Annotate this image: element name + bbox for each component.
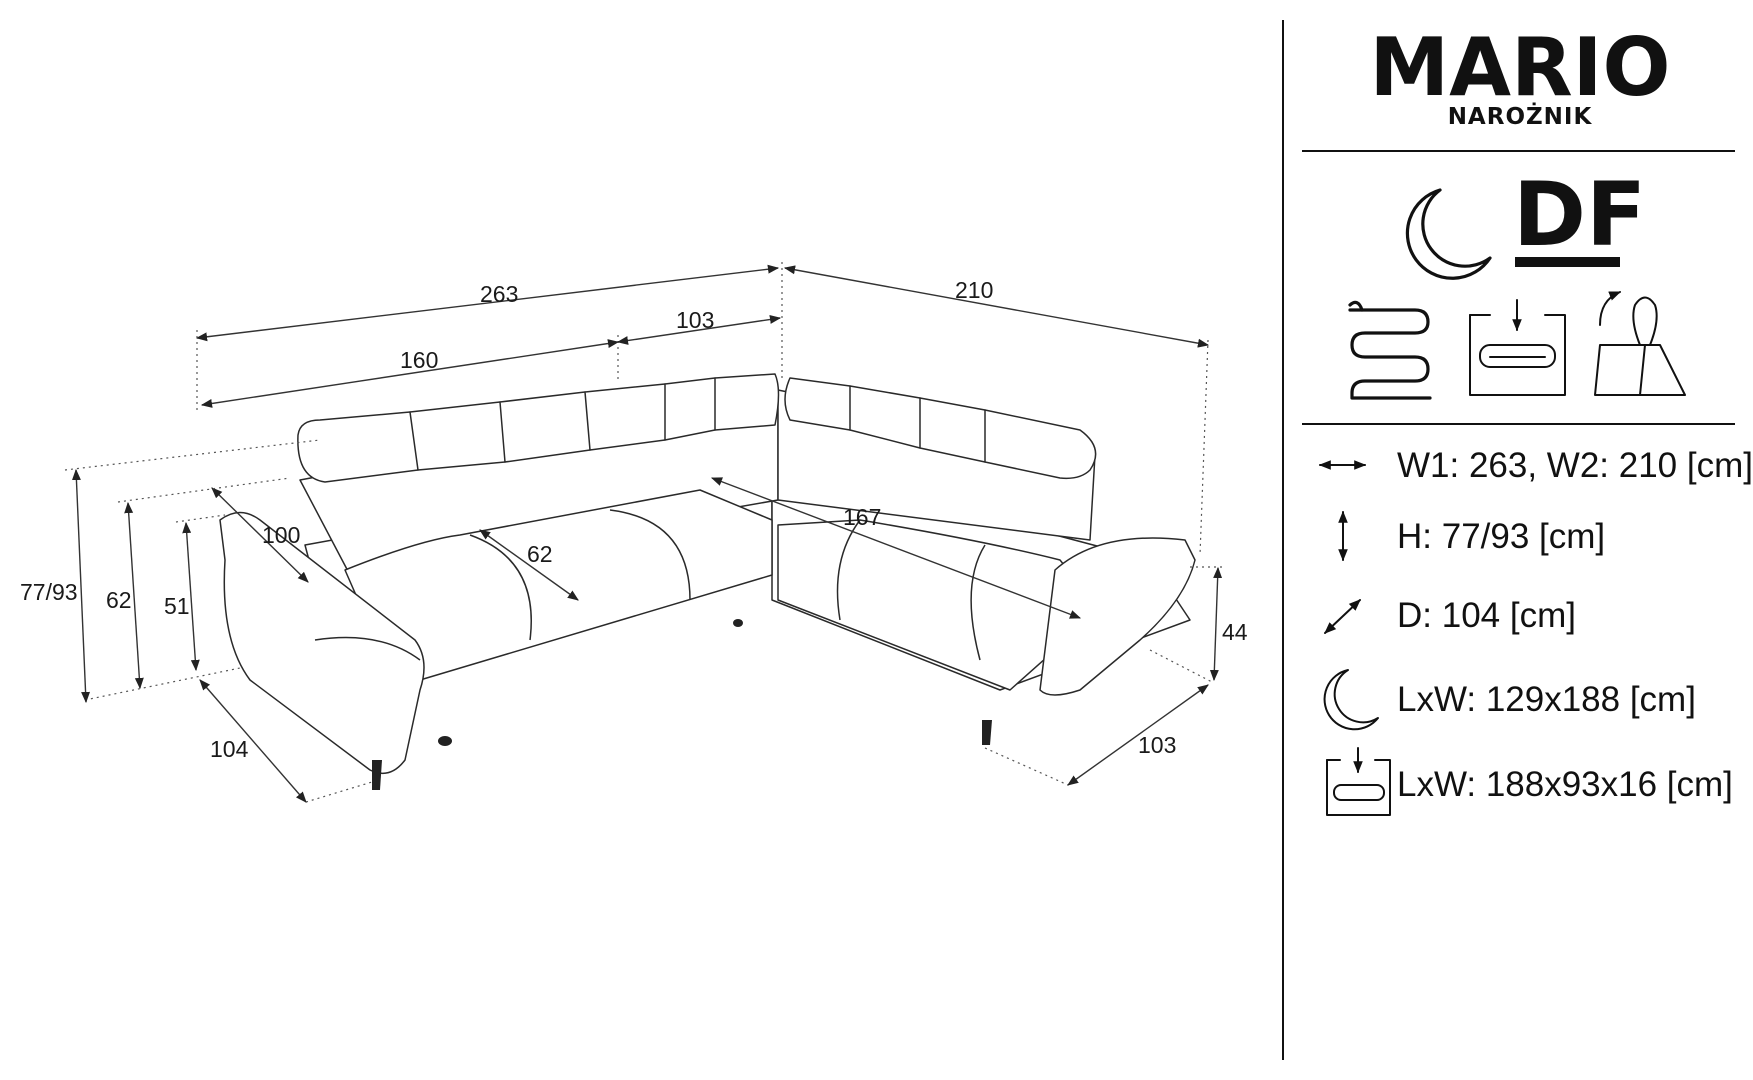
dim-seat-depth: 62 <box>527 541 553 567</box>
spec-text: LxW: 188x93x16 [cm] <box>1397 765 1733 804</box>
spec-list: W1: 263, W2: 210 [cm] H: 77/93 [cm] D: 1… <box>1318 446 1753 816</box>
storage-box-icon <box>1326 747 1391 816</box>
sofa-drawing <box>219 373 1196 790</box>
leg <box>438 736 452 746</box>
svg-text:DF: DF <box>1513 163 1646 266</box>
dim-seat-height: 51 <box>164 593 190 619</box>
leg <box>982 720 992 745</box>
moon-icon <box>1405 188 1492 280</box>
spec-text: H: 77/93 [cm] <box>1397 517 1605 556</box>
leg <box>733 619 743 627</box>
dim-total-width: 263 <box>480 281 518 307</box>
spec-row: W1: 263, W2: 210 [cm] <box>1318 446 1753 485</box>
dim-back-height: 62 <box>106 587 132 613</box>
spec-row: LxW: 188x93x16 [cm] <box>1326 747 1733 816</box>
product-type: NAROŻNIK <box>1448 102 1593 130</box>
spring-icon <box>1348 300 1432 400</box>
diagonal-arrows-icon <box>1324 599 1361 634</box>
spec-text: D: 104 [cm] <box>1397 596 1576 635</box>
spec-text: W1: 263, W2: 210 [cm] <box>1397 446 1753 485</box>
dim-arm-height: 44 <box>1222 619 1248 645</box>
dim-depth: 104 <box>210 736 249 762</box>
leg <box>372 760 382 790</box>
product-name: MARIO <box>1370 21 1671 114</box>
spec-row: D: 104 [cm] <box>1324 596 1576 635</box>
dim-armrest-depth: 100 <box>262 522 300 548</box>
dimension-labels: 263 160 103 210 100 62 167 77/93 62 51 1… <box>20 277 1248 762</box>
df-badge-icon: DF <box>1513 163 1646 267</box>
spec-row: LxW: 129x188 [cm] <box>1323 669 1696 731</box>
moon-icon <box>1323 669 1379 731</box>
dim-seat-width: 160 <box>400 347 438 373</box>
spec-row: H: 77/93 [cm] <box>1338 510 1605 562</box>
spec-text: LxW: 129x188 [cm] <box>1397 680 1696 719</box>
dim-height: 77/93 <box>20 579 78 605</box>
dim-chaise-width: 103 <box>676 307 714 333</box>
dim-end-depth: 103 <box>1138 732 1176 758</box>
dimension-lines <box>64 262 1225 803</box>
storage-box-icon <box>1469 299 1566 396</box>
dim-side-width: 210 <box>955 277 993 303</box>
dim-bed-length: 167 <box>843 504 881 530</box>
adjustable-headrest-icon <box>1594 291 1686 396</box>
